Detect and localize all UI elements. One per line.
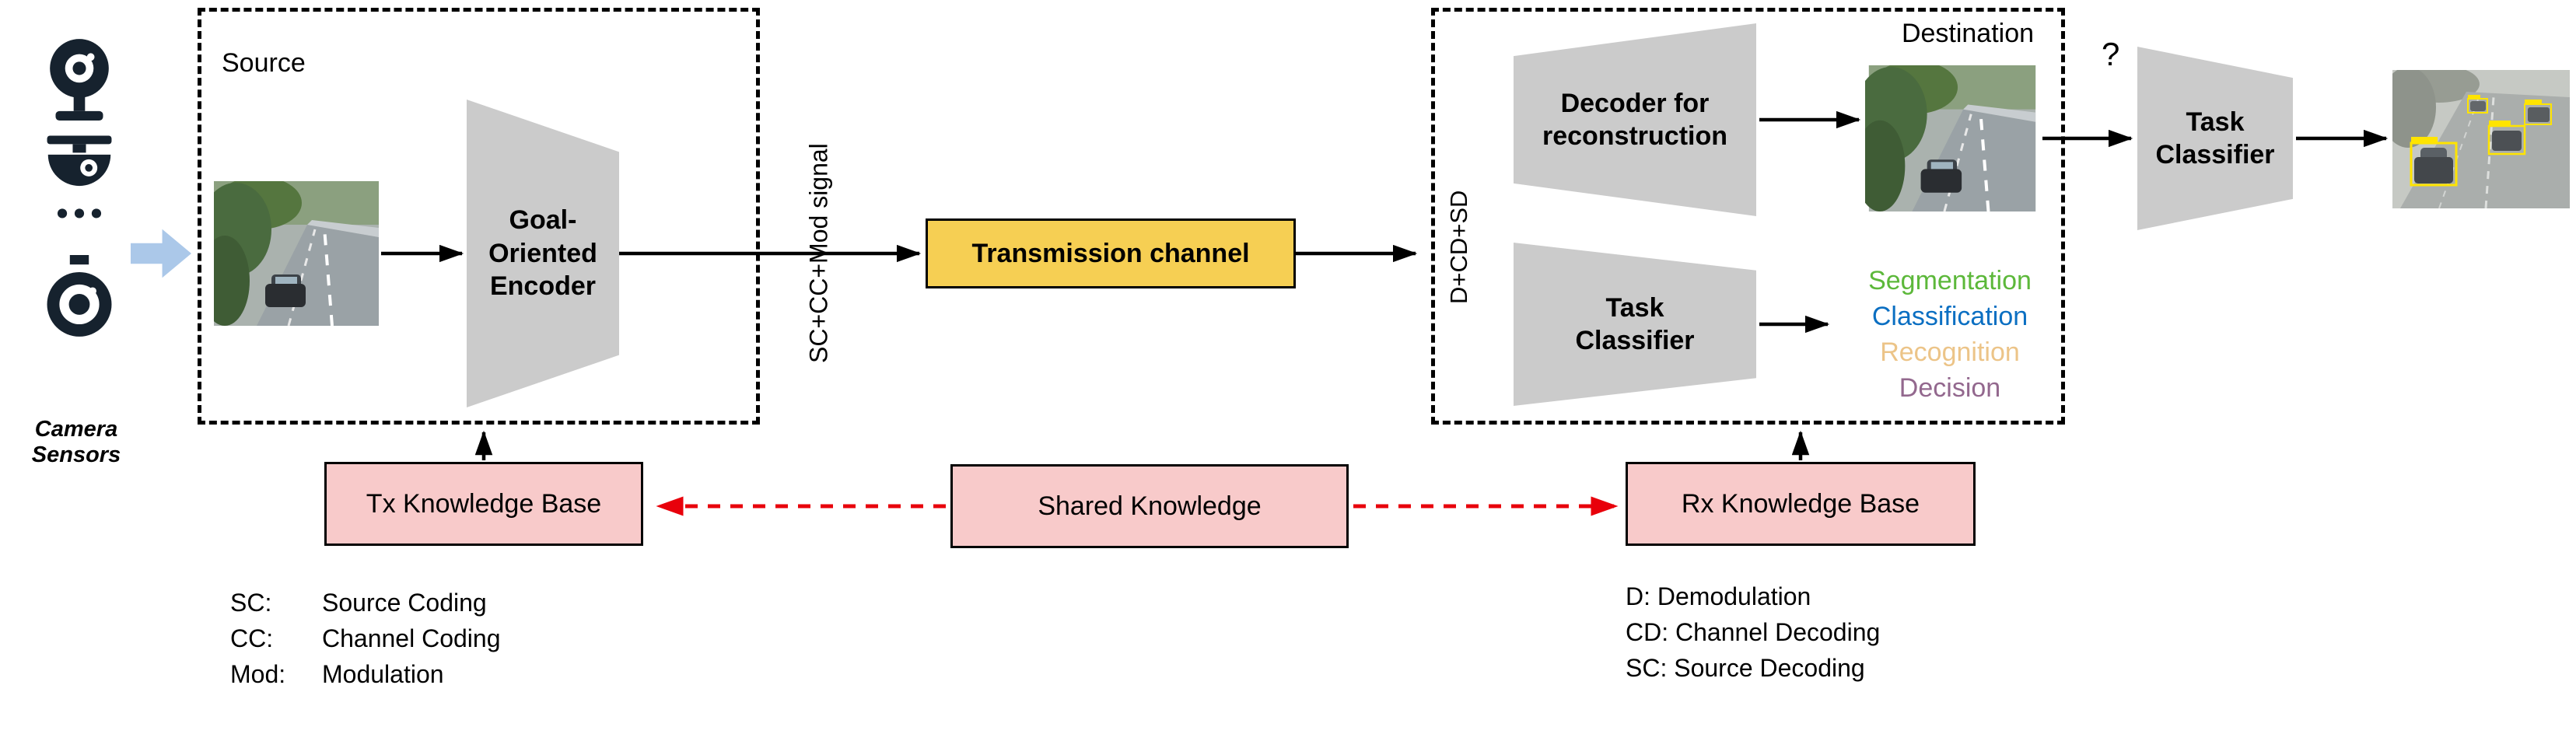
source-box <box>198 8 760 425</box>
output-recognition: Recognition <box>1880 337 2020 367</box>
task-classifier-rx-label: Task Classifier <box>1575 292 1695 356</box>
task-classifier-final: Task Classifier <box>2137 47 2293 230</box>
decoder-label: Decoder for reconstruction <box>1542 88 1728 152</box>
rx-knowledge-base: Rx Knowledge Base <box>1626 462 1976 546</box>
legend-left-abbr: CC: <box>230 624 274 652</box>
reconstructed-image <box>1865 65 2036 211</box>
destination-box <box>1431 8 2065 425</box>
legend-left-def: Modulation <box>322 660 444 688</box>
signal-label-vertical: SC+CC+Mod signal <box>804 143 833 364</box>
shared-knowledge-label: Shared Knowledge <box>1038 491 1262 521</box>
output-decision: Decision <box>1899 373 2001 403</box>
decoder-for-reconstruction: Decoder for reconstruction <box>1514 23 1756 216</box>
question-mark-label: ? <box>2102 36 2120 72</box>
cctv-camera-icon <box>47 255 112 337</box>
outputs-list: Segmentation Classification Recognition … <box>1845 263 2055 406</box>
shared-knowledge: Shared Knowledge <box>950 464 1349 548</box>
legend-left-abbr: SC: <box>230 589 272 617</box>
legend-left-def: Channel Coding <box>322 624 501 652</box>
legend-right-line: SC: Source Decoding <box>1626 654 1865 682</box>
output-classification: Classification <box>1871 302 2028 331</box>
legend-right-line: D: Demodulation <box>1626 582 1811 610</box>
legend-left-def: Source Coding <box>322 589 487 617</box>
tx-knowledge-base: Tx Knowledge Base <box>324 462 643 546</box>
tx-knowledge-base-label: Tx Knowledge Base <box>366 488 602 519</box>
output-segmentation: Segmentation <box>1868 266 2032 295</box>
rx-knowledge-base-label: Rx Knowledge Base <box>1681 488 1920 519</box>
detection-output-image <box>2392 70 2570 208</box>
task-classifier-final-label: Task Classifier <box>2155 107 2275 170</box>
dome-camera-icon <box>47 135 112 218</box>
dcdsd-label-vertical: D+CD+SD <box>1445 190 1472 305</box>
camera-sensors-group <box>17 34 142 350</box>
camera-sensors-label: Camera Sensors <box>31 417 121 468</box>
task-classifier-rx: Task Classifier <box>1514 243 1756 406</box>
encoder-label: Goal-Oriented Encoder <box>488 205 597 302</box>
source-image <box>214 181 379 326</box>
webcam-icon <box>50 39 109 121</box>
source-label: Source <box>222 48 306 78</box>
transmission-channel: Transmission channel <box>926 218 1296 288</box>
goal-oriented-encoder: Goal-Oriented Encoder <box>467 100 619 407</box>
destination-label: Destination <box>1901 19 2035 48</box>
legend-left-abbr: Mod: <box>230 660 286 688</box>
legend-right-line: CD: Channel Decoding <box>1626 618 1881 646</box>
legend-left: SC: Source Coding CC: Channel Coding Mod… <box>230 585 501 692</box>
legend-right: D: Demodulation CD: Channel Decoding SC:… <box>1626 578 1880 686</box>
transmission-channel-label: Transmission channel <box>971 238 1250 268</box>
camera-to-source-arrow <box>131 229 191 278</box>
